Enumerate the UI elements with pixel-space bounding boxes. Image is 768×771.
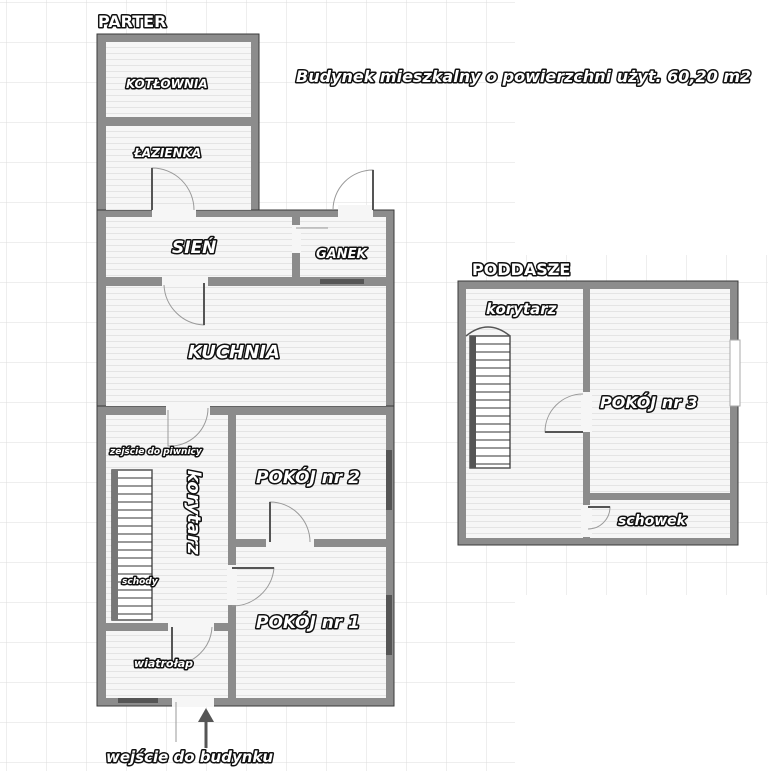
room-sien <box>106 217 292 277</box>
window-ganek <box>320 279 364 284</box>
window-wiatrolap <box>118 698 158 703</box>
label-wiatrolap: wiatrołap <box>134 657 193 670</box>
label-schody: schody <box>122 577 159 587</box>
label-entrance: wejście do budynku <box>106 748 273 766</box>
window-pokoj-1 <box>386 595 392 655</box>
label-pokoj-1: POKÓJ nr 1 <box>256 611 360 633</box>
room-lazienka <box>106 126 251 210</box>
room-pokoj-3 <box>590 289 730 493</box>
room-kuchnia <box>106 286 386 406</box>
room-pokoj-2 <box>236 415 386 539</box>
staircase-ground <box>111 469 153 621</box>
label-schowek: schowek <box>618 513 688 529</box>
label-kuchnia: KUCHNIA <box>188 342 280 363</box>
room-kotlownia <box>106 42 251 117</box>
plan-title: Budynek mieszkalny o powierzchni użyt. 6… <box>296 67 751 86</box>
label-sien: SIEŃ <box>172 236 216 258</box>
label-ganek: GANEK <box>316 247 367 262</box>
window-pokoj-2 <box>386 450 392 510</box>
staircase-attic <box>465 326 511 469</box>
label-pokoj-2: POKÓJ nr 2 <box>256 466 360 488</box>
window-pokoj-3 <box>729 339 741 407</box>
ground-floor-plan <box>96 33 395 748</box>
label-korytarz: korytarz <box>183 470 204 555</box>
room-pokoj-1 <box>236 547 386 698</box>
label-lazienka: ŁAZIENKA <box>133 146 201 160</box>
room-ganek <box>300 217 386 277</box>
label-pokoj-3: POKÓJ nr 3 <box>600 393 698 412</box>
poddasze-heading: PODDASZE <box>472 260 570 279</box>
attic-floor-plan <box>457 280 741 546</box>
room-schowek <box>590 500 730 538</box>
entrance-arrow <box>198 708 214 748</box>
label-kotlownia: KOTŁOWNIA <box>126 77 208 91</box>
label-zejscie-do-piwnicy: zejście do piwnicy <box>109 446 203 457</box>
label-korytarz-attic: korytarz <box>486 300 557 318</box>
parter-heading: PARTER <box>98 12 166 31</box>
room-wiatrolap <box>106 631 228 698</box>
